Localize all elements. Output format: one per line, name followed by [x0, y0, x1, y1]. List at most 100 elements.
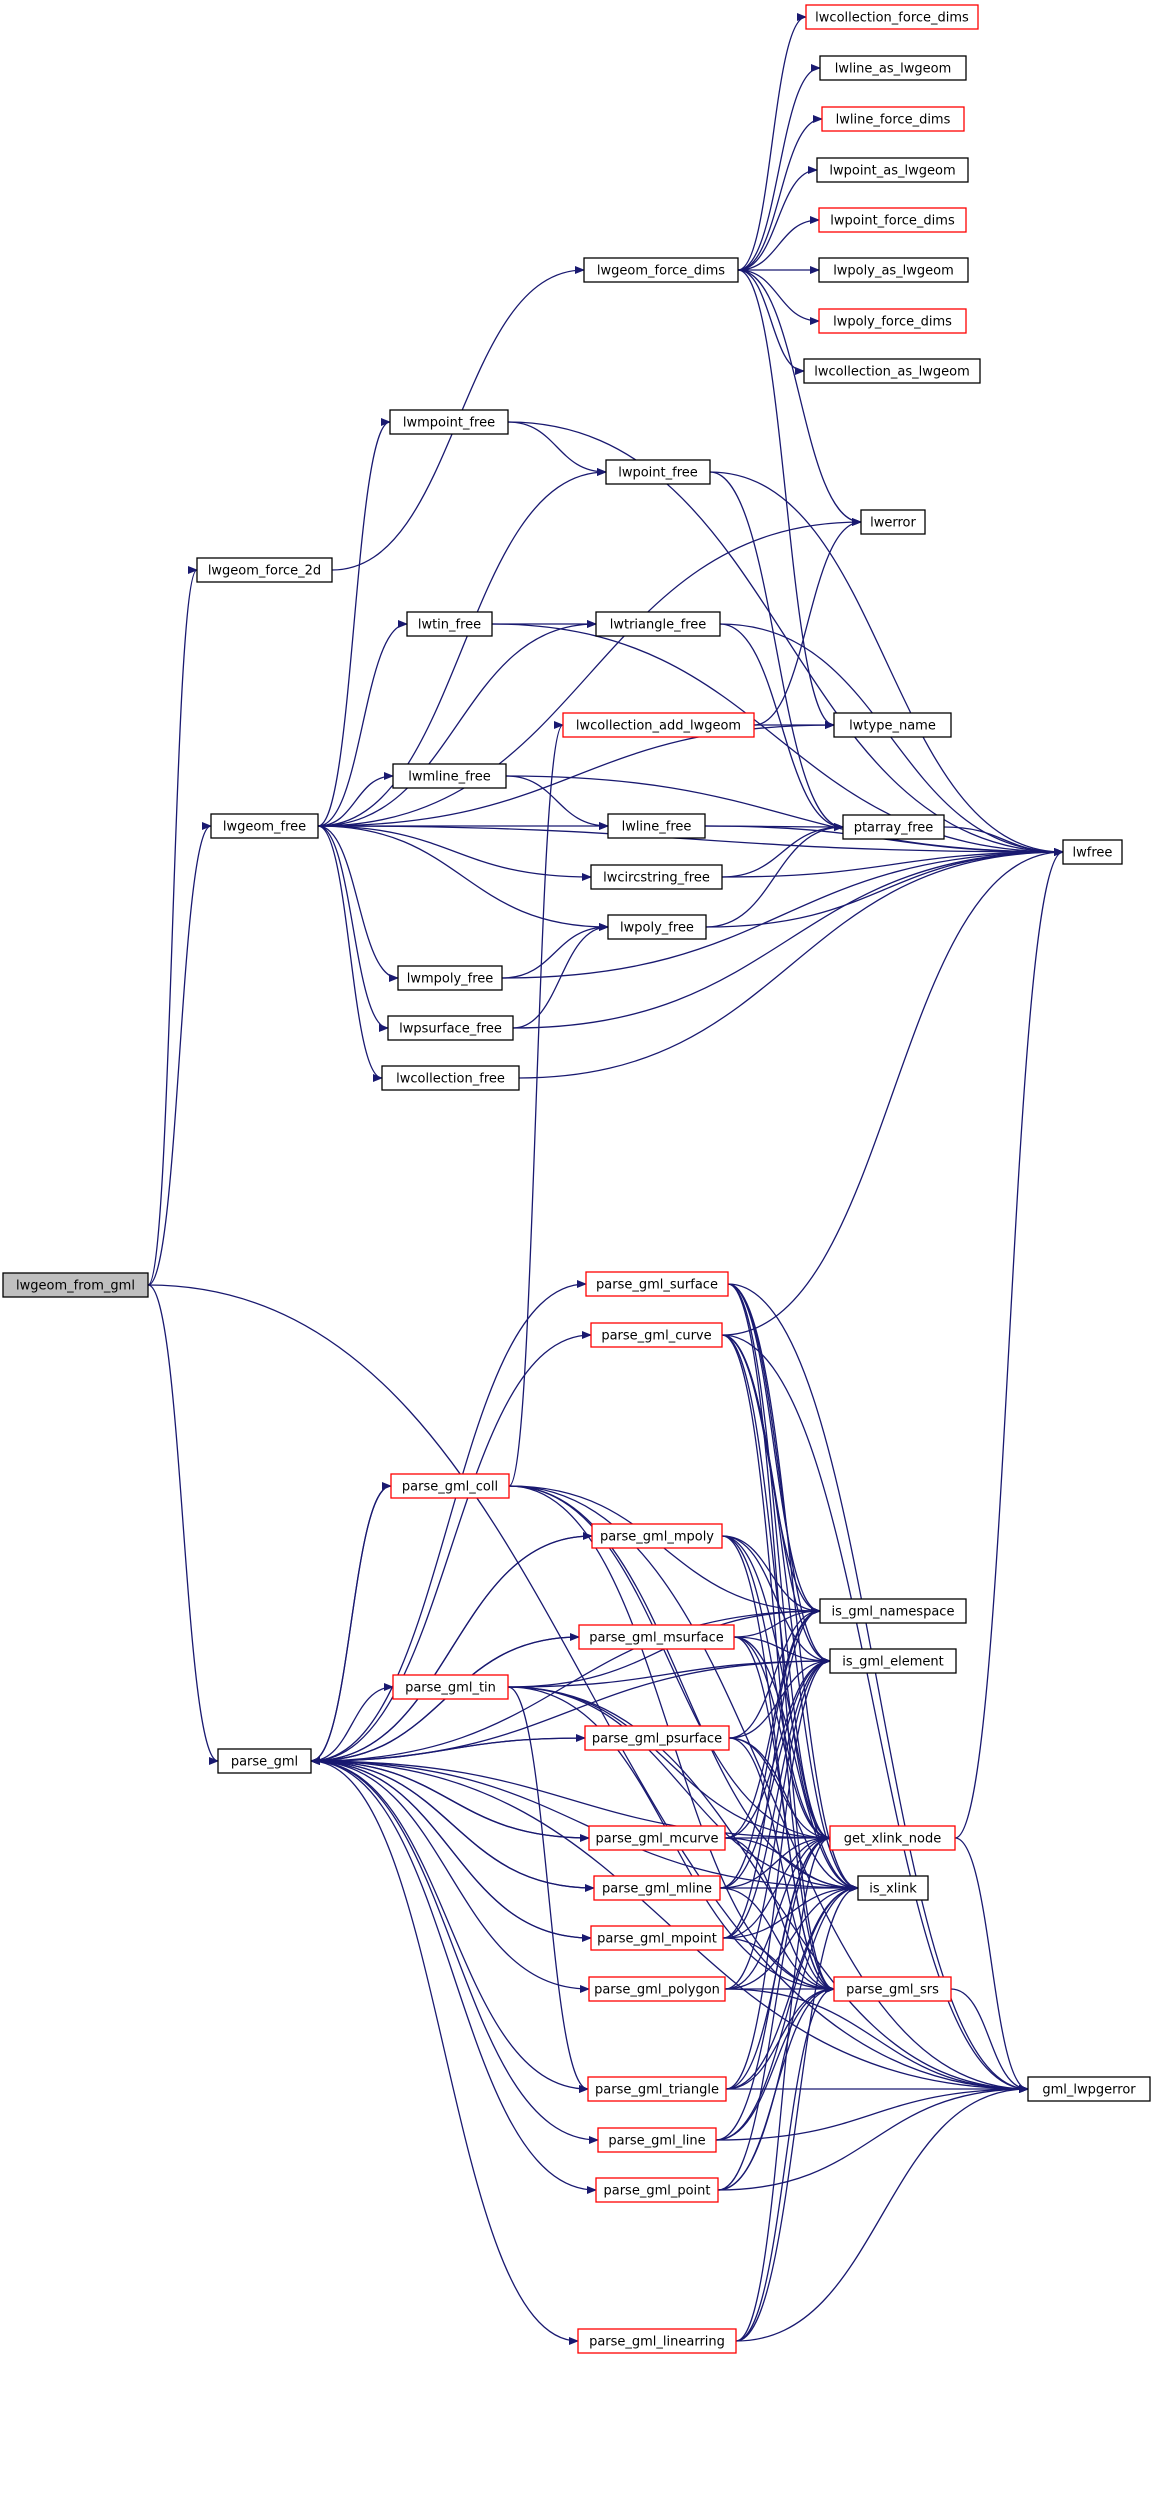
node-box[interactable] [585, 1271, 729, 1297]
node-lwmpoly-free[interactable]: lwmpoly_free [397, 965, 503, 991]
node-box[interactable] [595, 611, 721, 637]
node-is-xlink[interactable]: is_xlink [857, 1875, 929, 1901]
node-lwtype-name[interactable]: lwtype_name [833, 712, 952, 738]
node-box[interactable] [833, 1976, 952, 2002]
node-box[interactable] [562, 712, 755, 738]
node-box[interactable] [392, 763, 507, 789]
node-lwpoly-as-lwgeom[interactable]: lwpoly_as_lwgeom [818, 257, 969, 283]
node-lwgeom-from-gml[interactable]: lwgeom_from_gml [2, 1272, 149, 1298]
node-box[interactable] [593, 1875, 721, 1901]
node-box[interactable] [1027, 2076, 1151, 2102]
node-lwcircstring-free[interactable]: lwcircstring_free [590, 864, 723, 890]
node-lwpoly-free[interactable]: lwpoly_free [607, 914, 707, 940]
node-box[interactable] [818, 257, 969, 283]
node-lwpsurface-free[interactable]: lwpsurface_free [387, 1015, 514, 1041]
node-parse-gml-mcurve[interactable]: parse_gml_mcurve [588, 1825, 726, 1851]
node-box[interactable] [818, 308, 967, 334]
node-parse-gml-mpoint[interactable]: parse_gml_mpoint [590, 1925, 724, 1951]
node-box[interactable] [406, 611, 493, 637]
node-lwpoint-as-lwgeom[interactable]: lwpoint_as_lwgeom [816, 157, 969, 183]
node-is-gml-namespace[interactable]: is_gml_namespace [819, 1598, 967, 1624]
node-box[interactable] [605, 459, 711, 485]
node-box[interactable] [590, 864, 723, 890]
node-box[interactable] [595, 2177, 719, 2203]
node-gml-lwpgerror[interactable]: gml_lwpgerror [1027, 2076, 1151, 2102]
node-parse-gml-curve[interactable]: parse_gml_curve [590, 1322, 723, 1348]
node-box[interactable] [2, 1272, 149, 1298]
node-parse-gml-point[interactable]: parse_gml_point [595, 2177, 719, 2203]
node-box[interactable] [607, 914, 707, 940]
node-box[interactable] [591, 1523, 723, 1549]
node-box[interactable] [805, 4, 979, 30]
node-get-xlink-node[interactable]: get_xlink_node [829, 1825, 956, 1851]
node-lwpoly-force-dims[interactable]: lwpoly_force_dims [818, 308, 967, 334]
node-box[interactable] [389, 409, 509, 435]
node-box[interactable] [392, 1674, 509, 1700]
node-box[interactable] [381, 1065, 520, 1091]
node-box[interactable] [588, 1976, 726, 2002]
node-box[interactable] [857, 1875, 929, 1901]
node-box[interactable] [819, 55, 967, 81]
node-ptarray-free[interactable]: ptarray_free [842, 814, 945, 840]
node-box[interactable] [597, 2127, 717, 2153]
node-box[interactable] [217, 1748, 312, 1774]
node-box[interactable] [588, 1825, 726, 1851]
node-box[interactable] [590, 1925, 724, 1951]
node-lwmline-free[interactable]: lwmline_free [392, 763, 507, 789]
node-parse-gml-msurface[interactable]: parse_gml_msurface [578, 1624, 735, 1650]
node-lwmpoint-free[interactable]: lwmpoint_free [389, 409, 509, 435]
node-lwpoint-force-dims[interactable]: lwpoint_force_dims [818, 207, 967, 233]
node-parse-gml-polygon[interactable]: parse_gml_polygon [588, 1976, 726, 2002]
node-lwgeom-free[interactable]: lwgeom_free [210, 813, 319, 839]
node-box[interactable] [387, 1015, 514, 1041]
node-box[interactable] [578, 1624, 735, 1650]
node-box[interactable] [590, 1322, 723, 1348]
node-parse-gml-mline[interactable]: parse_gml_mline [593, 1875, 721, 1901]
node-is-gml-element[interactable]: is_gml_element [829, 1648, 957, 1674]
node-lwcollection-force-dims[interactable]: lwcollection_force_dims [805, 4, 979, 30]
node-lwcollection-free[interactable]: lwcollection_free [381, 1065, 520, 1091]
node-box[interactable] [829, 1648, 957, 1674]
node-box[interactable] [803, 358, 981, 384]
node-box[interactable] [577, 2328, 737, 2354]
node-lwcollection-add-lwgeom[interactable]: lwcollection_add_lwgeom [562, 712, 755, 738]
node-lwline-force-dims[interactable]: lwline_force_dims [821, 106, 965, 132]
node-box[interactable] [833, 712, 952, 738]
node-parse-gml-coll[interactable]: parse_gml_coll [390, 1473, 510, 1499]
node-lwgeom-force-dims[interactable]: lwgeom_force_dims [583, 257, 739, 283]
node-lwline-as-lwgeom[interactable]: lwline_as_lwgeom [819, 55, 967, 81]
node-box[interactable] [818, 207, 967, 233]
node-lwcollection-as-lwgeom[interactable]: lwcollection_as_lwgeom [803, 358, 981, 384]
node-box[interactable] [821, 106, 965, 132]
node-lwtin-free[interactable]: lwtin_free [406, 611, 493, 637]
node-box[interactable] [607, 813, 706, 839]
node-box[interactable] [1062, 839, 1123, 865]
node-box[interactable] [583, 257, 739, 283]
node-box[interactable] [196, 557, 333, 583]
node-lwtriangle-free[interactable]: lwtriangle_free [595, 611, 721, 637]
node-box[interactable] [210, 813, 319, 839]
node-lwfree[interactable]: lwfree [1062, 839, 1123, 865]
node-parse-gml-line[interactable]: parse_gml_line [597, 2127, 717, 2153]
node-box[interactable] [819, 1598, 967, 1624]
node-lwline-free[interactable]: lwline_free [607, 813, 706, 839]
node-box[interactable] [816, 157, 969, 183]
node-lwpoint-free[interactable]: lwpoint_free [605, 459, 711, 485]
node-parse-gml-triangle[interactable]: parse_gml_triangle [587, 2076, 727, 2102]
node-parse-gml-srs[interactable]: parse_gml_srs [833, 1976, 952, 2002]
node-box[interactable] [587, 2076, 727, 2102]
node-box[interactable] [390, 1473, 510, 1499]
node-box[interactable] [829, 1825, 956, 1851]
node-parse-gml[interactable]: parse_gml [217, 1748, 312, 1774]
node-box[interactable] [397, 965, 503, 991]
node-parse-gml-linearring[interactable]: parse_gml_linearring [577, 2328, 737, 2354]
node-box[interactable] [584, 1725, 730, 1751]
node-parse-gml-tin[interactable]: parse_gml_tin [392, 1674, 509, 1700]
node-parse-gml-surface[interactable]: parse_gml_surface [585, 1271, 729, 1297]
node-box[interactable] [860, 509, 926, 535]
node-parse-gml-mpoly[interactable]: parse_gml_mpoly [591, 1523, 723, 1549]
node-box[interactable] [842, 814, 945, 840]
node-lwgeom-force-2d[interactable]: lwgeom_force_2d [196, 557, 333, 583]
node-parse-gml-psurface[interactable]: parse_gml_psurface [584, 1725, 730, 1751]
node-lwerror[interactable]: lwerror [860, 509, 926, 535]
